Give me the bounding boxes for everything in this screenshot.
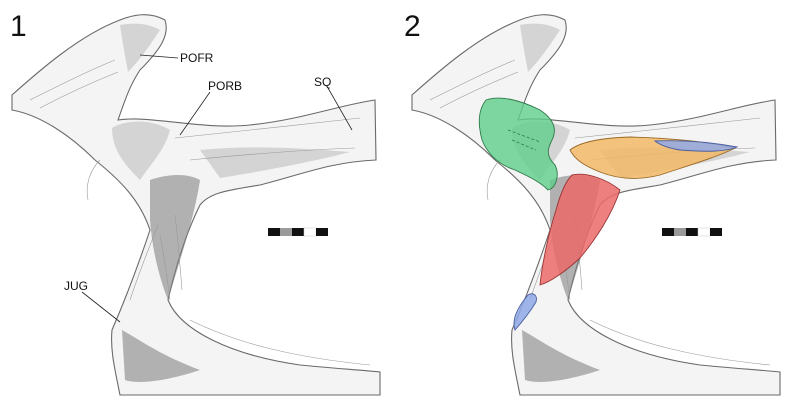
label-porb: PORB [208, 79, 242, 93]
bone-drawing-1 [11, 14, 381, 396]
leader-porb [179, 91, 211, 136]
panel-number-2: 2 [404, 10, 421, 43]
label-sq: SQ [314, 75, 331, 89]
panel-2: 2 [404, 10, 781, 396]
scale-bar-1 [267, 227, 329, 237]
scale-bar-2 [661, 227, 723, 237]
region-green-detail [507, 129, 541, 151]
label-jug: JUG [64, 279, 88, 293]
panel-1: 1 POFR PORB SQ JUG [10, 10, 381, 396]
panel-number-1: 1 [10, 10, 27, 43]
leader-pofr [139, 54, 179, 59]
region-blue-lower [513, 293, 537, 331]
region-green [478, 97, 558, 191]
region-blue-upper [653, 140, 739, 152]
label-pofr: POFR [180, 51, 214, 65]
region-red [539, 173, 621, 286]
leader-sq [327, 87, 353, 131]
leader-jug [81, 291, 121, 323]
